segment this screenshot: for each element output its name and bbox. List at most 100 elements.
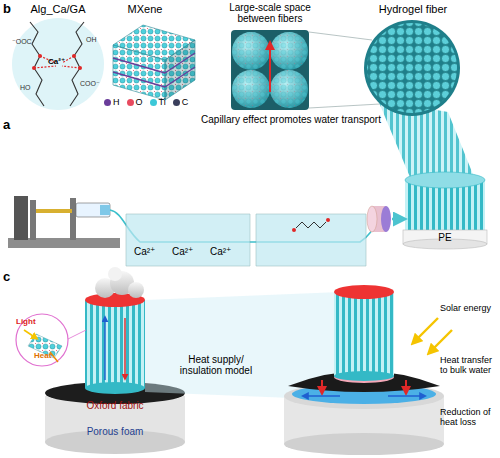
annotation: Reduction of heat loss [440,408,498,428]
alginate-structure [38,54,42,58]
spinning-setup [14,196,28,240]
hydrogel-fiber-bundle [405,172,485,188]
panel-letter: c [3,270,15,284]
spinning-setup [381,206,391,232]
alginate-structure [34,66,56,68]
legend-text: Ti [159,97,166,107]
fiber-cross-section [231,30,309,110]
ion-label: Ca²⁺ [210,246,240,257]
evaporator-model [85,382,145,394]
alginate-structure [72,54,76,58]
legend-entry: H [104,97,120,107]
legend-text: O [136,97,143,107]
annotation: Solar energy [440,304,498,314]
heat-model [414,318,438,342]
hydrogel-fiber-bundle [309,104,380,108]
spinning-setup [30,200,36,240]
chem-group: ⁻OOC [12,38,40,46]
heat-model [304,395,340,397]
fiber-cross-section [270,32,308,70]
mxene-crystal [165,67,195,87]
legend-entry: C [173,97,189,107]
heat-model [405,380,407,392]
ion-label: Ca²⁺ [172,246,202,257]
alginate-structure [12,18,104,110]
spinning-setup [70,198,76,240]
mxene-crystal [113,45,165,100]
evaporator-model [16,314,68,366]
heat-model [430,330,452,352]
legend-entry: O [127,97,143,107]
ion-label: Ca²⁺ [48,58,72,67]
spinning-setup [296,222,326,228]
annotation: Heat transfer to bulk water [440,356,498,376]
spinning-setup [256,214,366,266]
alginate-structure [12,18,104,110]
component-label: PE [430,232,460,243]
fiber-cross-section [232,70,270,108]
panel-letter: b [3,2,15,16]
legend-swatch [127,99,134,106]
chem-group: COO⁻ [80,80,108,88]
evaporator-model [85,300,145,388]
evaporator-model [66,330,86,340]
legend-swatch [150,99,157,106]
chem-group: HO [20,84,36,92]
spinning-setup [367,206,377,232]
hydrogel-fiber-bundle [364,20,460,116]
evaporator-model [24,330,36,338]
component-title: Hydrogel fiber [368,3,458,15]
component-title: Alg_Ca/GA [18,3,98,15]
spinning-setup [126,214,250,266]
fiber-cross-section [269,44,271,92]
fiber-cross-section [232,70,270,108]
fiber-cross-section [270,32,308,70]
spinning-setup [392,218,402,221]
fiber-cross-section [231,30,309,110]
fiber-cross-section [270,70,308,108]
hydrogel-fiber-bundle [367,23,457,113]
panel-letter: a [3,118,15,132]
mxene-crystal [165,40,195,100]
heat-model [334,371,394,381]
spinning-setup [292,228,296,232]
spinning-setup [326,218,330,222]
legend-swatch [104,99,111,106]
component-label: Oxford fabric [75,400,155,411]
spinning-setup [100,205,110,215]
evaporator-model [128,282,144,298]
spinning-setup [8,196,402,266]
heat-model [284,433,444,455]
heat-model [334,285,394,299]
mxene-crystal [113,58,165,73]
annotation: Capillary effect promotes water transpor… [196,114,386,125]
chem-group: OH [86,36,102,44]
alginate-structure [70,22,84,106]
component-title: Large-scale space between fibers [222,2,318,24]
component-title: MXene [115,3,175,15]
heat-model [321,380,323,392]
component-label: Porous foam [75,426,155,437]
legend-text: C [182,97,189,107]
alginate-structure [62,66,80,68]
spinning-setup [36,209,72,213]
fiber-cross-section [232,32,270,70]
mxene-crystal [165,40,195,100]
legend-entry: Ti [150,97,166,107]
fiber-cross-section [232,32,270,70]
legend-swatch [173,99,180,106]
heat-model [388,395,424,397]
alginate-structure [30,22,44,106]
heat-model [288,371,440,392]
heat-model [145,285,452,455]
alginate-structure [32,66,36,70]
evaporator-model [124,318,125,378]
ion-label: Ca²⁺ [134,246,164,257]
fiber-cross-section [270,70,308,108]
legend-text: H [113,97,120,107]
hydrogel-fiber-bundle [309,32,372,40]
heat-model [334,371,394,383]
